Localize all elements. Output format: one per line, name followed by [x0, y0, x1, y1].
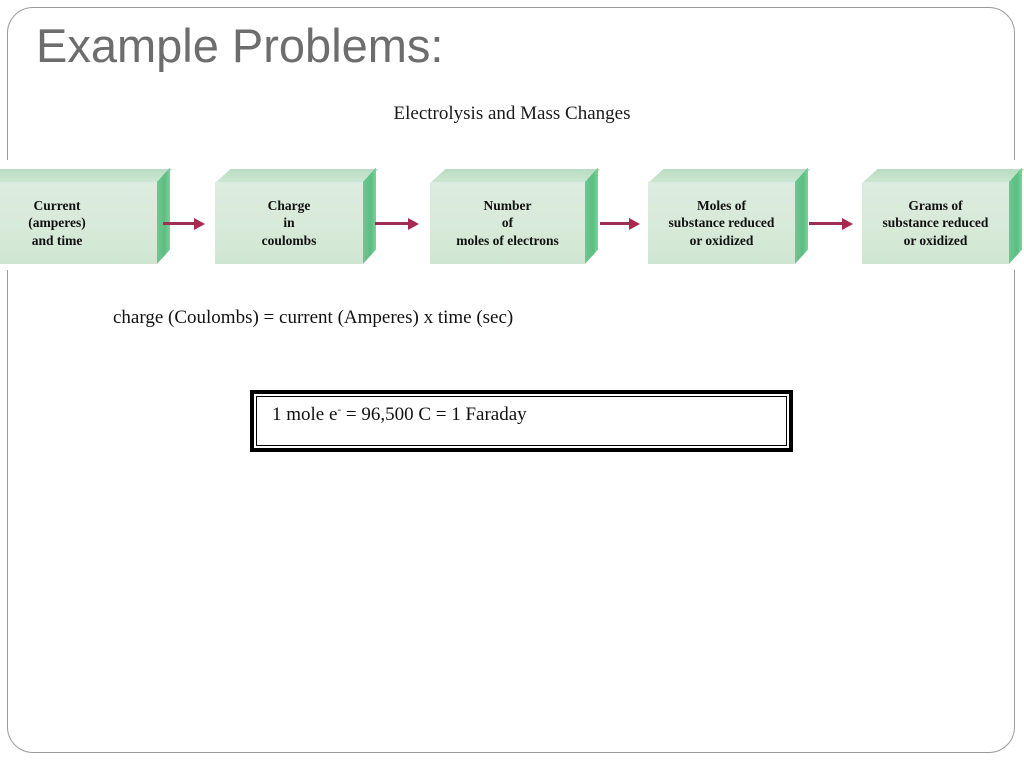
flow-step-label-line: Charge — [267, 197, 311, 213]
flow-step-label-line: and time — [31, 232, 83, 248]
flow-arrow — [600, 218, 640, 230]
flow-step-label: Current (amperes)and time — [0, 182, 157, 264]
flow-arrow — [163, 218, 205, 230]
flow-step-label-line: Number — [483, 197, 532, 213]
faraday-formula-box: 1 mole e- = 96,500 C = 1 Faraday — [250, 390, 793, 452]
electron-charge-superscript: - — [337, 403, 342, 416]
box-front-face — [862, 182, 1009, 264]
flow-step-label-line: (amperes) — [28, 215, 86, 231]
faraday-formula-text: 1 mole e- = 96,500 C = 1 Faraday — [272, 404, 527, 426]
arrow-shaft — [600, 222, 629, 225]
box-side-face — [157, 167, 170, 264]
page-title: Example Problems: — [36, 19, 444, 72]
charge-equation: charge (Coulombs) = current (Amperes) x … — [113, 307, 514, 328]
box-top-face — [430, 169, 601, 183]
flow-step-label-line: coulombs — [261, 232, 317, 248]
flow-arrow — [809, 218, 853, 230]
arrow-head-icon — [842, 218, 853, 230]
box-front-face — [430, 182, 585, 264]
box-top-face — [648, 169, 811, 183]
arrow-head-icon — [629, 218, 640, 230]
box-front-face — [648, 182, 795, 264]
box-top-face — [215, 169, 379, 183]
flow-step-label-line: Moles of — [696, 197, 747, 213]
flow-step-label-line: Current — [33, 197, 81, 213]
flow-step-label-line: or oxidized — [689, 232, 754, 248]
box-top-face — [862, 169, 1024, 183]
box-front-face — [215, 182, 363, 264]
flow-step-box: Current (amperes)and time — [0, 167, 173, 264]
flow-step-label-line: substance reduced — [668, 215, 775, 231]
flow-step-label-line: in — [283, 215, 295, 231]
arrow-shaft — [163, 222, 194, 225]
flow-step-label-line: Grams of — [908, 197, 963, 213]
arrow-head-icon — [194, 218, 205, 230]
flow-step-label-line: or oxidized — [903, 232, 968, 248]
box-front-face — [0, 182, 157, 264]
faraday-formula-inner: 1 mole e- = 96,500 C = 1 Faraday — [256, 396, 787, 446]
arrow-shaft — [809, 222, 842, 225]
flow-arrow — [375, 218, 419, 230]
flow-step-label-line: of — [501, 215, 514, 231]
faraday-formula-prefix: 1 mole e — [272, 404, 338, 425]
slide-subtitle-text: Electrolysis and Mass Changes — [393, 103, 631, 124]
slide-subtitle: Electrolysis and Mass Changes — [0, 103, 1024, 125]
arrow-shaft — [375, 222, 408, 225]
box-side-face — [795, 167, 808, 264]
box-side-face — [1009, 167, 1022, 264]
faraday-formula-suffix: = 96,500 C = 1 Faraday — [341, 404, 527, 425]
flow-step-label-line: moles of electrons — [456, 232, 559, 248]
arrow-head-icon — [408, 218, 419, 230]
box-side-face — [363, 167, 376, 264]
box-side-face — [585, 167, 598, 264]
flow-step-label-line: substance reduced — [882, 215, 989, 231]
box-top-face — [0, 169, 173, 183]
